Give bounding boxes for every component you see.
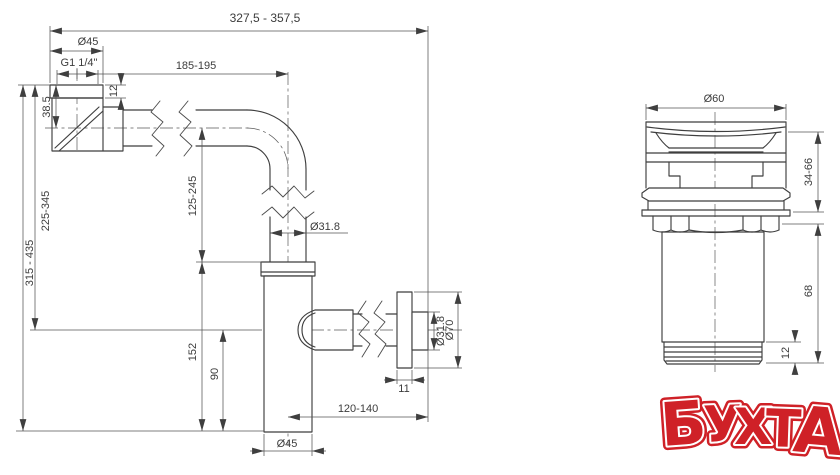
pipe-bend-outline [246,109,307,191]
dim-rosette-dia: Ø70 [414,291,462,369]
dim-total-length: 327,5 - 357,5 [49,11,428,83]
watermark-letter: Т [765,399,803,460]
dim-height-total-label: 315 - 435 [24,240,36,286]
tailpipe-outline [661,231,765,343]
dim-outlet-height: 90 [209,330,227,431]
thread-outline [663,341,763,365]
dim-cap-dia-label: Ø60 [704,93,725,105]
mounting-nut-outline [652,215,780,234]
dim-outlet-pipe-dia: Ø31.8 [428,311,447,351]
dim-thread-label: G1 1/4" [61,57,98,69]
watermark-letter: У [702,395,743,454]
dim-inlet-drop-label: 38.5 [41,96,53,117]
dim-inlet-flange-dia: Ø45 [50,36,104,83]
valve-body-outline [641,187,791,217]
watermark-letter: Х [734,398,773,456]
clicker-cap-outline [645,121,787,189]
dim-downpipe-dia: Ø31.8 [270,221,348,237]
dim-height-ranges: 315 - 435 225-345 [16,84,264,432]
dim-rosette-dia-label: Ø70 [444,320,456,341]
dim-cup-dia-label: Ø45 [277,438,298,450]
dim-total-length-label: 327,5 - 357,5 [230,11,301,25]
dim-nut-height: 12 [105,73,126,110]
dim-downpipe-range-label: 125-245 [187,176,199,216]
dim-rosette-depth: 11 [384,370,425,395]
dim-cup-height: 152 [187,262,206,431]
dim-outlet-pipe-dia-label: Ø31.8 [435,316,447,346]
dim-thread-and-reach: G1 1/4" 185-195 [56,57,288,84]
dim-reach-label: 185-195 [176,60,216,72]
wall-rosette-outline [396,291,429,369]
bottle-trap-outline [260,261,316,433]
dim-downpipe-range: 125-245 [187,128,262,263]
watermark-letter: Б [658,388,709,461]
dim-thread-length-label: 12 [780,347,792,359]
dim-rosette-depth-label: 11 [398,383,409,395]
watermark-letter: А [791,393,840,471]
watermark-letter: Б [658,388,709,461]
dim-outlet-reach: 120-140 [288,403,428,421]
dim-inlet-flange-dia-label: Ø45 [78,36,99,48]
dim-outlet-height-label: 90 [209,368,221,380]
inlet-pipe-break-mark [150,100,193,157]
dim-tail-length-label: 68 [803,285,815,297]
dim-cup-dia: Ø45 [250,434,326,456]
dim-thread-length: 12 [766,330,801,375]
watermark-letter: Т [765,399,803,460]
outlet-spigot-outline [297,309,363,351]
siphon-front-view: 327,5 - 357,5 Ø45 G1 1/4" 185-195 12 [16,11,462,456]
dim-outlet-reach-label: 120-140 [338,403,378,415]
drain-valve-side-view: Ø60 34-66 68 12 [641,93,824,375]
dim-cap-travel-label: 34-66 [803,158,815,186]
dim-downpipe-dia-label: Ø31.8 [310,221,340,233]
outlet-pipe-break-mark [357,300,387,358]
dim-cup-height-label: 152 [187,343,199,361]
dim-nut-height-label: 12 [108,85,120,97]
downpipe-outline [269,216,307,263]
watermark-letter: Х [734,398,773,456]
dim-cap-travel: 34-66 [788,131,824,213]
dim-height-outlet-label: 225-345 [40,191,52,231]
centerlines [30,68,462,446]
watermark-letter: У [702,395,743,454]
outlet-pipe-outline [385,313,398,347]
wall-elbow-outline [49,84,153,152]
dim-inlet-drop: 38.5 [41,85,60,128]
dim-cap-dia: Ø60 [645,93,787,120]
